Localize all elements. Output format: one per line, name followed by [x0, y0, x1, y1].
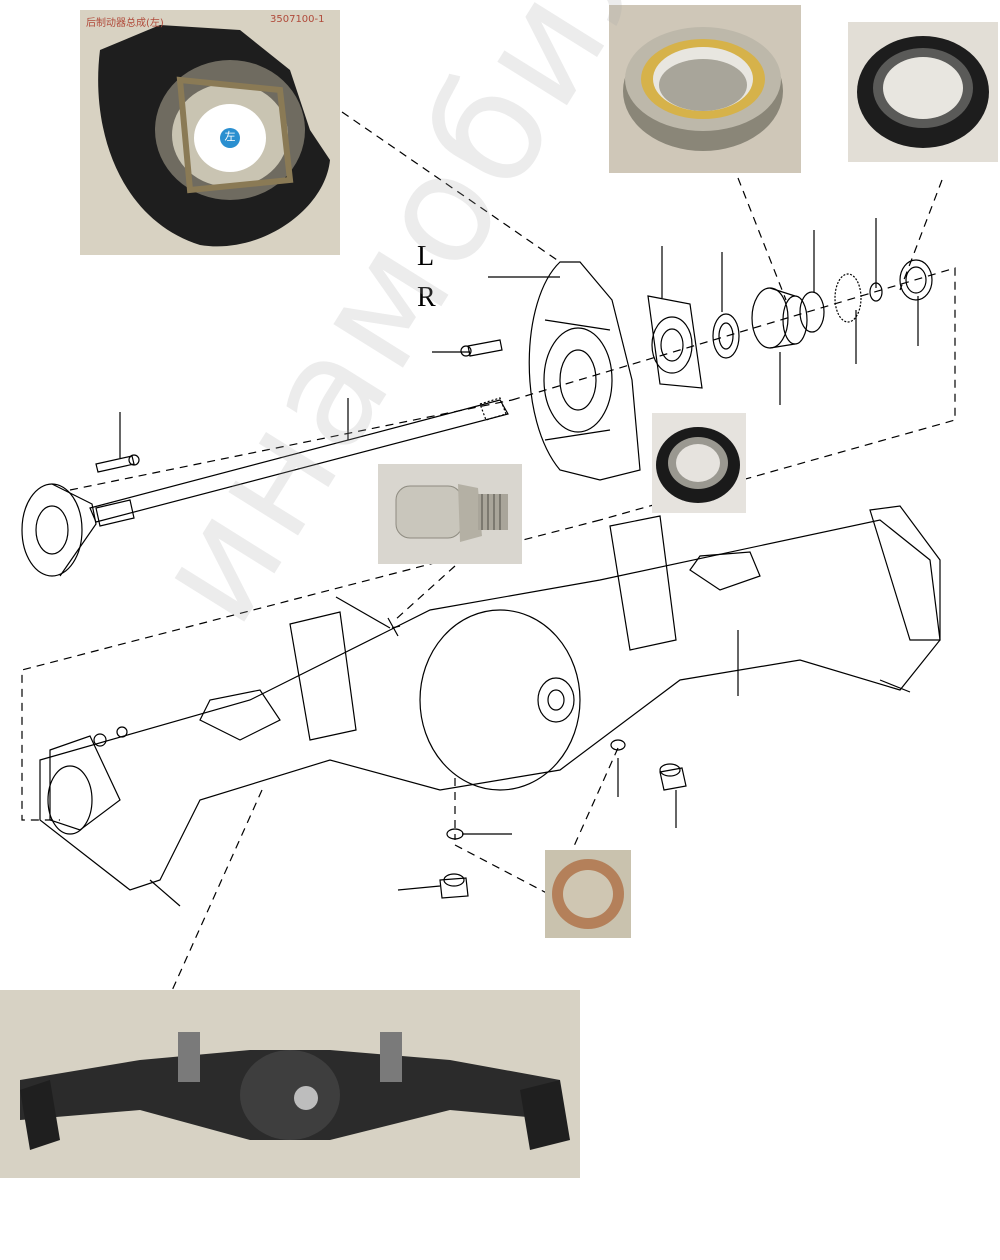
wheel-bearing-photo: [609, 5, 801, 173]
axle-housing-photo: [0, 990, 580, 1178]
oil-seal: [899, 259, 933, 301]
fill-plug: [659, 763, 687, 791]
drain-plug: [439, 873, 469, 899]
abs-ring-photo: [848, 22, 998, 162]
nut-left: [93, 733, 107, 747]
axle-shaft: [21, 397, 509, 577]
wheel-stud: [460, 339, 503, 357]
bearing-housing: [647, 295, 703, 389]
photo-caption-part-number: 3507100-1: [270, 14, 325, 25]
snap-ring: [869, 282, 883, 302]
breather-bolt: [387, 617, 401, 637]
badge-left: 左: [224, 130, 236, 143]
bearing-ring: [799, 291, 825, 333]
plug-washer: [446, 828, 464, 840]
brake-backing-plate: [528, 261, 641, 481]
oil-seal-photo: [652, 413, 746, 513]
left-side-label: L: [417, 241, 435, 272]
nut-left-2: [116, 726, 128, 738]
abs-tone-ring: [834, 273, 862, 323]
axle-housing: [39, 505, 941, 907]
seal-ring: [712, 313, 740, 359]
photo-caption-part-name: 后制动器总成(左): [86, 18, 164, 29]
wheel-bearing: [751, 287, 808, 349]
backing-plate-photo: 后制动器总成(左) 3507100-1 左: [80, 10, 340, 255]
breather-valve-photo: [378, 464, 522, 564]
right-side-label: R: [417, 282, 436, 313]
hub-bolt: [95, 454, 140, 473]
copper-washer-photo: [545, 850, 631, 938]
drain-washer: [610, 739, 626, 751]
